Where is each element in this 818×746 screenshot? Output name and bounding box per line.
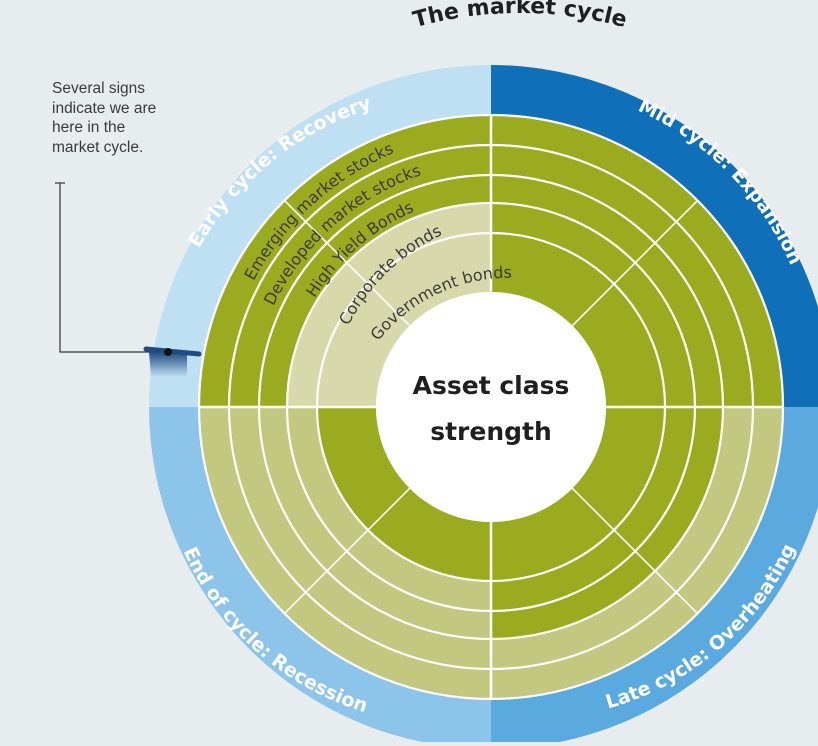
center-label-line2: strength xyxy=(430,417,552,446)
spoke-diag-315 xyxy=(571,199,699,327)
phase-arc-mid xyxy=(491,65,818,407)
phase-arrow-mid xyxy=(491,65,511,115)
spoke-diag-135 xyxy=(283,487,411,615)
wedge-early-ring3 xyxy=(287,203,491,407)
wedge-late-ring1 xyxy=(491,407,753,669)
position-marker xyxy=(143,346,202,357)
wedge-early-ring2 xyxy=(259,175,491,407)
position-marker-dot xyxy=(164,348,172,356)
wedge-early-ring1 xyxy=(229,145,491,407)
annotation-line: Several signs xyxy=(52,80,146,97)
wedge-late-ring2 xyxy=(491,407,723,639)
annotation-text: Several signs indicate we are here in th… xyxy=(52,79,202,157)
phase-arrow-early xyxy=(149,387,199,407)
annotation-line: here in the xyxy=(52,119,126,136)
annotation-line: market cycle. xyxy=(52,138,144,156)
wedge-end-ring2 xyxy=(259,407,491,639)
diagram-title-text: The market cycle xyxy=(410,0,629,33)
spoke-diag-225 xyxy=(283,199,411,327)
wedge-mid-ring1 xyxy=(491,145,753,407)
wedge-mid-ring0 xyxy=(491,115,783,407)
phase-arc-end xyxy=(149,407,491,746)
annotation-leader-line xyxy=(59,183,160,353)
center-circle xyxy=(376,292,606,522)
wedge-late-ring0 xyxy=(491,407,783,699)
phase-arc-late xyxy=(491,407,818,746)
center-label-line1: Asset class xyxy=(413,371,570,400)
phase-arrow-end xyxy=(471,699,491,746)
wedge-late-ring3 xyxy=(491,407,695,611)
wedge-early-ring0 xyxy=(199,115,491,407)
annotation-line: indicate we are xyxy=(52,99,157,117)
wedge-mid-ring3 xyxy=(491,203,695,407)
ring-dividers xyxy=(197,113,785,701)
phase-arrow-late xyxy=(783,407,818,427)
diagram-title: The market cycle xyxy=(410,0,629,33)
wedge-end-ring3 xyxy=(287,407,491,611)
wedge-end-ring0 xyxy=(199,407,491,699)
asset-wedges xyxy=(199,115,783,699)
spoke-diag-45 xyxy=(571,487,699,615)
wedge-end-ring1 xyxy=(229,407,491,669)
wedge-mid-ring2 xyxy=(491,175,723,407)
position-marker-fade xyxy=(149,352,187,377)
